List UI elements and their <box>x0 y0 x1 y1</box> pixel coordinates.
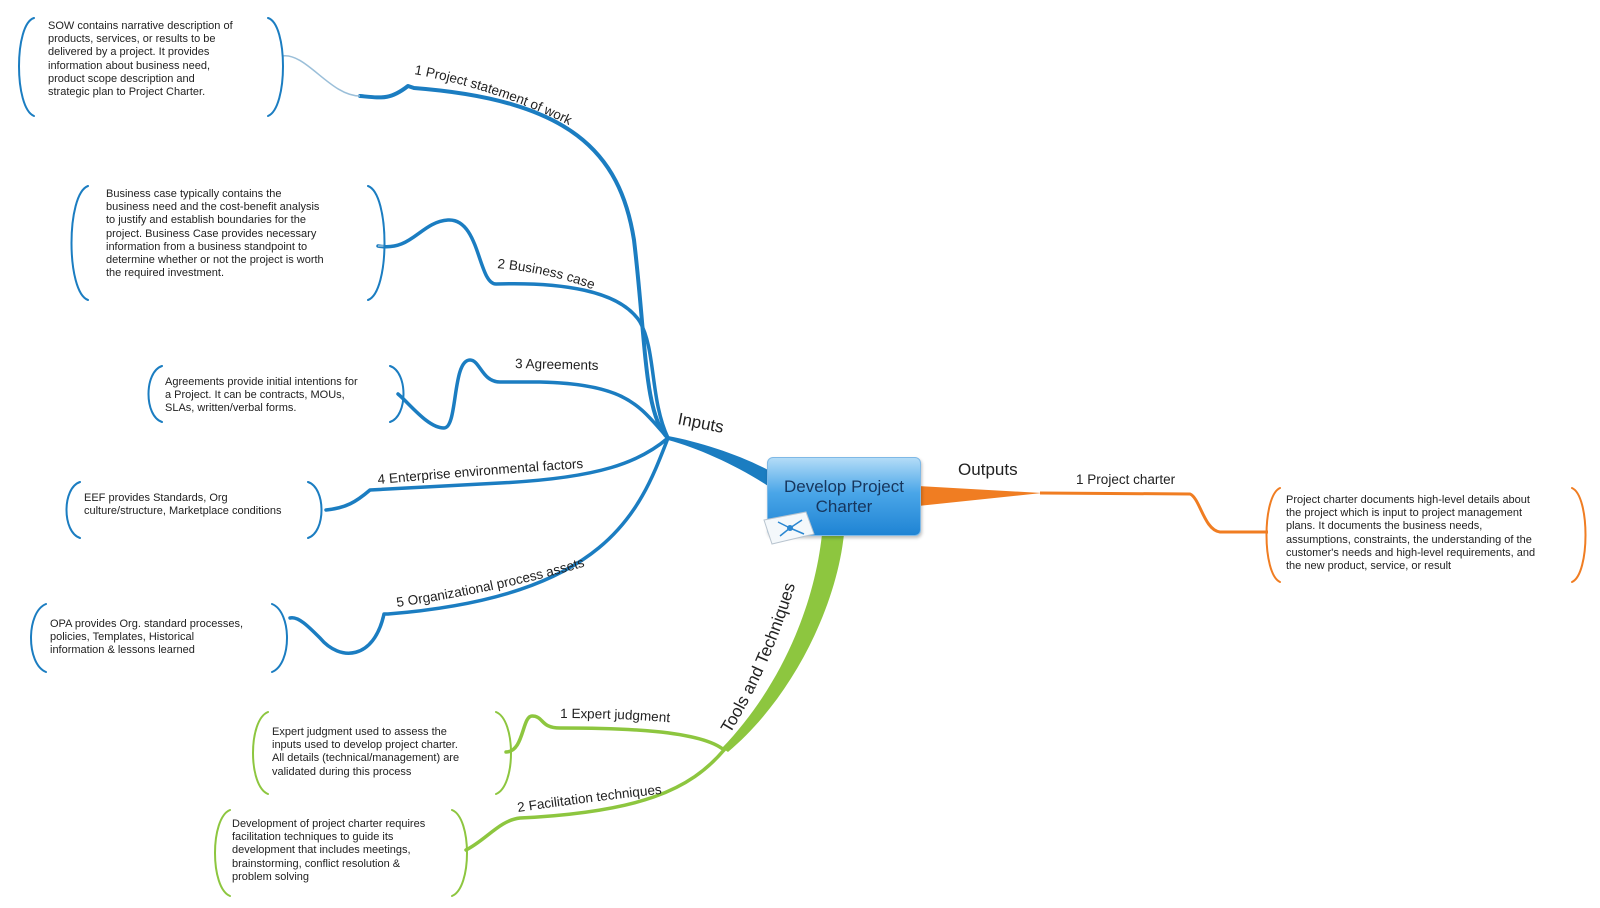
tools-main-branch <box>722 534 844 752</box>
output-1-label: 1 Project charter <box>1076 472 1176 487</box>
input-1-lead <box>281 55 361 97</box>
mind-map-icon <box>763 511 815 545</box>
tool-2-note-left-brace <box>214 809 231 897</box>
input-3-connector <box>396 358 670 440</box>
input-2-label: 2 Business case <box>497 256 597 292</box>
central-topic-title: Develop Project Charter <box>783 476 904 516</box>
inputs-branch-label: Inputs <box>676 409 725 437</box>
input-1-note-left-brace <box>18 17 35 117</box>
input-5-label: 5 Organizational process assets <box>395 555 586 610</box>
input-5-note-right-brace <box>271 603 288 673</box>
input-1-connector <box>358 84 670 440</box>
outputs-main-branch <box>918 486 1042 506</box>
output-1-note: Project charter documents high-level det… <box>1286 494 1536 573</box>
input-1-note-right-brace <box>267 17 284 117</box>
input-3-note-right-brace <box>389 365 405 423</box>
inputs-main-branch <box>668 436 768 486</box>
input-2-connector <box>376 218 670 440</box>
input-3-label: 3 Agreements <box>515 356 599 373</box>
output-1-note-right-brace <box>1571 487 1587 583</box>
input-2-note-right-brace <box>367 185 386 301</box>
input-5-note: OPA provides Org. standard processes,pol… <box>50 618 243 657</box>
tool-2-note-right-brace <box>451 809 468 897</box>
tool-1-note-right-brace <box>495 711 512 795</box>
input-5-note-left-brace <box>30 603 47 673</box>
tool-1-connector <box>504 714 726 754</box>
input-1-label: 1 Project statement of work <box>413 62 574 128</box>
output-1-note-left-brace <box>1265 487 1281 583</box>
input-5-connector <box>288 436 670 655</box>
input-2-note-left-brace <box>70 185 89 301</box>
tool-1-label: 1 Expert judgment <box>560 706 671 725</box>
output-1-connector <box>1039 491 1268 534</box>
input-4-note-right-brace <box>307 481 323 539</box>
tool-2-connector <box>464 748 726 852</box>
input-4-note-left-brace <box>65 481 81 539</box>
input-3-note-left-brace <box>147 365 163 423</box>
input-4-connector <box>324 436 670 512</box>
outputs-branch-label: Outputs <box>958 460 1018 479</box>
input-3-note: Agreements provide initial intentions fo… <box>165 376 358 415</box>
tool-1-note-left-brace <box>252 711 269 795</box>
